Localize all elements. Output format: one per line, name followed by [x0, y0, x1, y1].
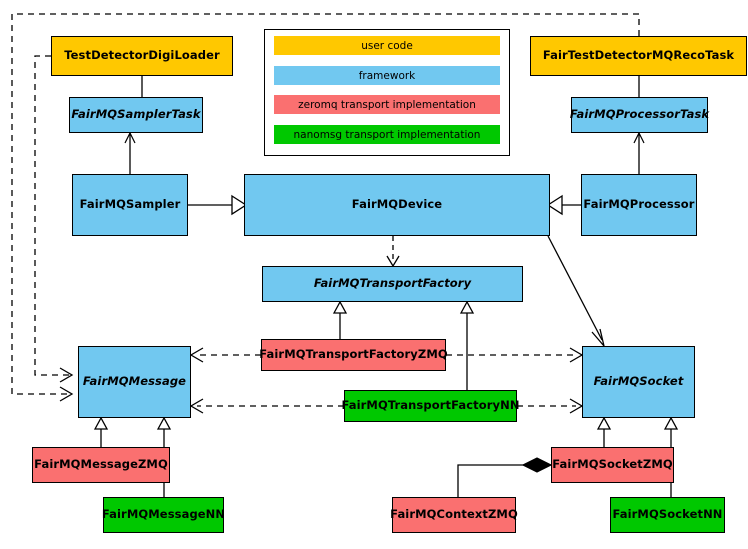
- legend-label-framework: framework: [358, 69, 416, 82]
- class-node-fairmqmessage[interactable]: FairMQMessage: [78, 346, 191, 418]
- class-label: FairMQMessageZMQ: [34, 457, 168, 472]
- edge-factoryzmq-to-factory: [332, 300, 348, 339]
- class-node-testdetectordigiloader[interactable]: TestDetectorDigiLoader: [51, 36, 233, 76]
- edge-factorynn-to-factory: [459, 300, 475, 390]
- class-label: FairMQTransportFactoryNN: [341, 398, 520, 413]
- legend-label-nanomsg: nanomsg transport implementation: [293, 128, 481, 141]
- edge-digiloader-to-message: [34, 55, 74, 383]
- class-node-fairmqcontextzmq[interactable]: FairMQContextZMQ: [390, 497, 518, 533]
- class-node-fairmqsocket[interactable]: FairMQSocket: [582, 346, 695, 418]
- class-node-fairmqmessagezmq[interactable]: FairMQMessageZMQ: [32, 447, 170, 483]
- class-node-fairmqsocketnn[interactable]: FairMQSocketNN: [610, 497, 725, 533]
- edge-processor-to-device: [546, 194, 581, 216]
- edge-socketzmq-to-socket: [596, 416, 612, 447]
- class-label: FairMQContextZMQ: [390, 507, 518, 522]
- class-label: FairMQProcessorTask: [569, 107, 710, 122]
- class-label: FairMQSampler: [79, 197, 181, 212]
- class-label: FairMQDevice: [351, 197, 443, 212]
- class-node-fairmqmessagenn[interactable]: FairMQMessageNN: [101, 497, 226, 533]
- class-label: FairMQTransportFactory: [313, 276, 472, 291]
- class-label: FairMQMessage: [82, 374, 187, 389]
- class-label: FairMQSocketZMQ: [552, 457, 673, 472]
- edge-factoryzmq-to-message: [189, 347, 261, 363]
- legend-label-user-code: user code: [361, 39, 413, 52]
- class-label: FairMQSocketNN: [612, 507, 723, 522]
- edge-factoryzmq-to-socket: [446, 347, 584, 363]
- class-node-fairmqdevice[interactable]: FairMQDevice: [244, 174, 550, 236]
- class-label: FairMQProcessor: [583, 197, 695, 212]
- class-node-fairmqsocketzmq[interactable]: FairMQSocketZMQ: [551, 447, 674, 483]
- legend-item-framework: framework: [274, 66, 500, 85]
- edge-socketzmq-composition-contextzmq: [457, 457, 553, 497]
- class-label: FairMQSocket: [593, 374, 684, 389]
- class-label: FairMQTransportFactoryZMQ: [259, 347, 448, 362]
- edge-sampler-to-device: [188, 194, 248, 216]
- edge-factorynn-to-message: [189, 398, 344, 414]
- legend-label-zeromq: zeromq transport implementation: [298, 98, 476, 111]
- class-node-fairmqtransportfactorynn[interactable]: FairMQTransportFactoryNN: [341, 390, 520, 422]
- edge-device-to-socket: [547, 235, 605, 347]
- class-node-fairmqprocessor[interactable]: FairMQProcessor: [581, 174, 697, 236]
- edge-factorynn-to-socket: [517, 398, 584, 414]
- legend-item-nanomsg: nanomsg transport implementation: [274, 125, 500, 144]
- class-node-fairmqsampler[interactable]: FairMQSampler: [72, 174, 188, 236]
- class-node-fairmqtransportfactoryzmq[interactable]: FairMQTransportFactoryZMQ: [259, 339, 448, 371]
- legend-item-zeromq: zeromq transport implementation: [274, 95, 500, 114]
- class-label: FairTestDetectorMQRecoTask: [542, 48, 735, 63]
- class-node-fairmqprocessortask[interactable]: FairMQProcessorTask: [569, 97, 710, 133]
- edge-device-to-transportfactory: [386, 236, 400, 268]
- class-label: FairMQMessageNN: [101, 507, 226, 522]
- edge-messagezmq-to-message: [93, 416, 109, 447]
- class-label: TestDetectorDigiLoader: [64, 48, 220, 63]
- legend-item-user-code: user code: [274, 36, 500, 55]
- class-node-fairtestdetectormqrecotask[interactable]: FairTestDetectorMQRecoTask: [530, 36, 747, 76]
- class-label: FairMQSamplerTask: [71, 107, 201, 122]
- class-node-fairmqtransportfactory[interactable]: FairMQTransportFactory: [262, 266, 523, 302]
- class-node-fairmqsamplertask[interactable]: FairMQSamplerTask: [69, 97, 203, 133]
